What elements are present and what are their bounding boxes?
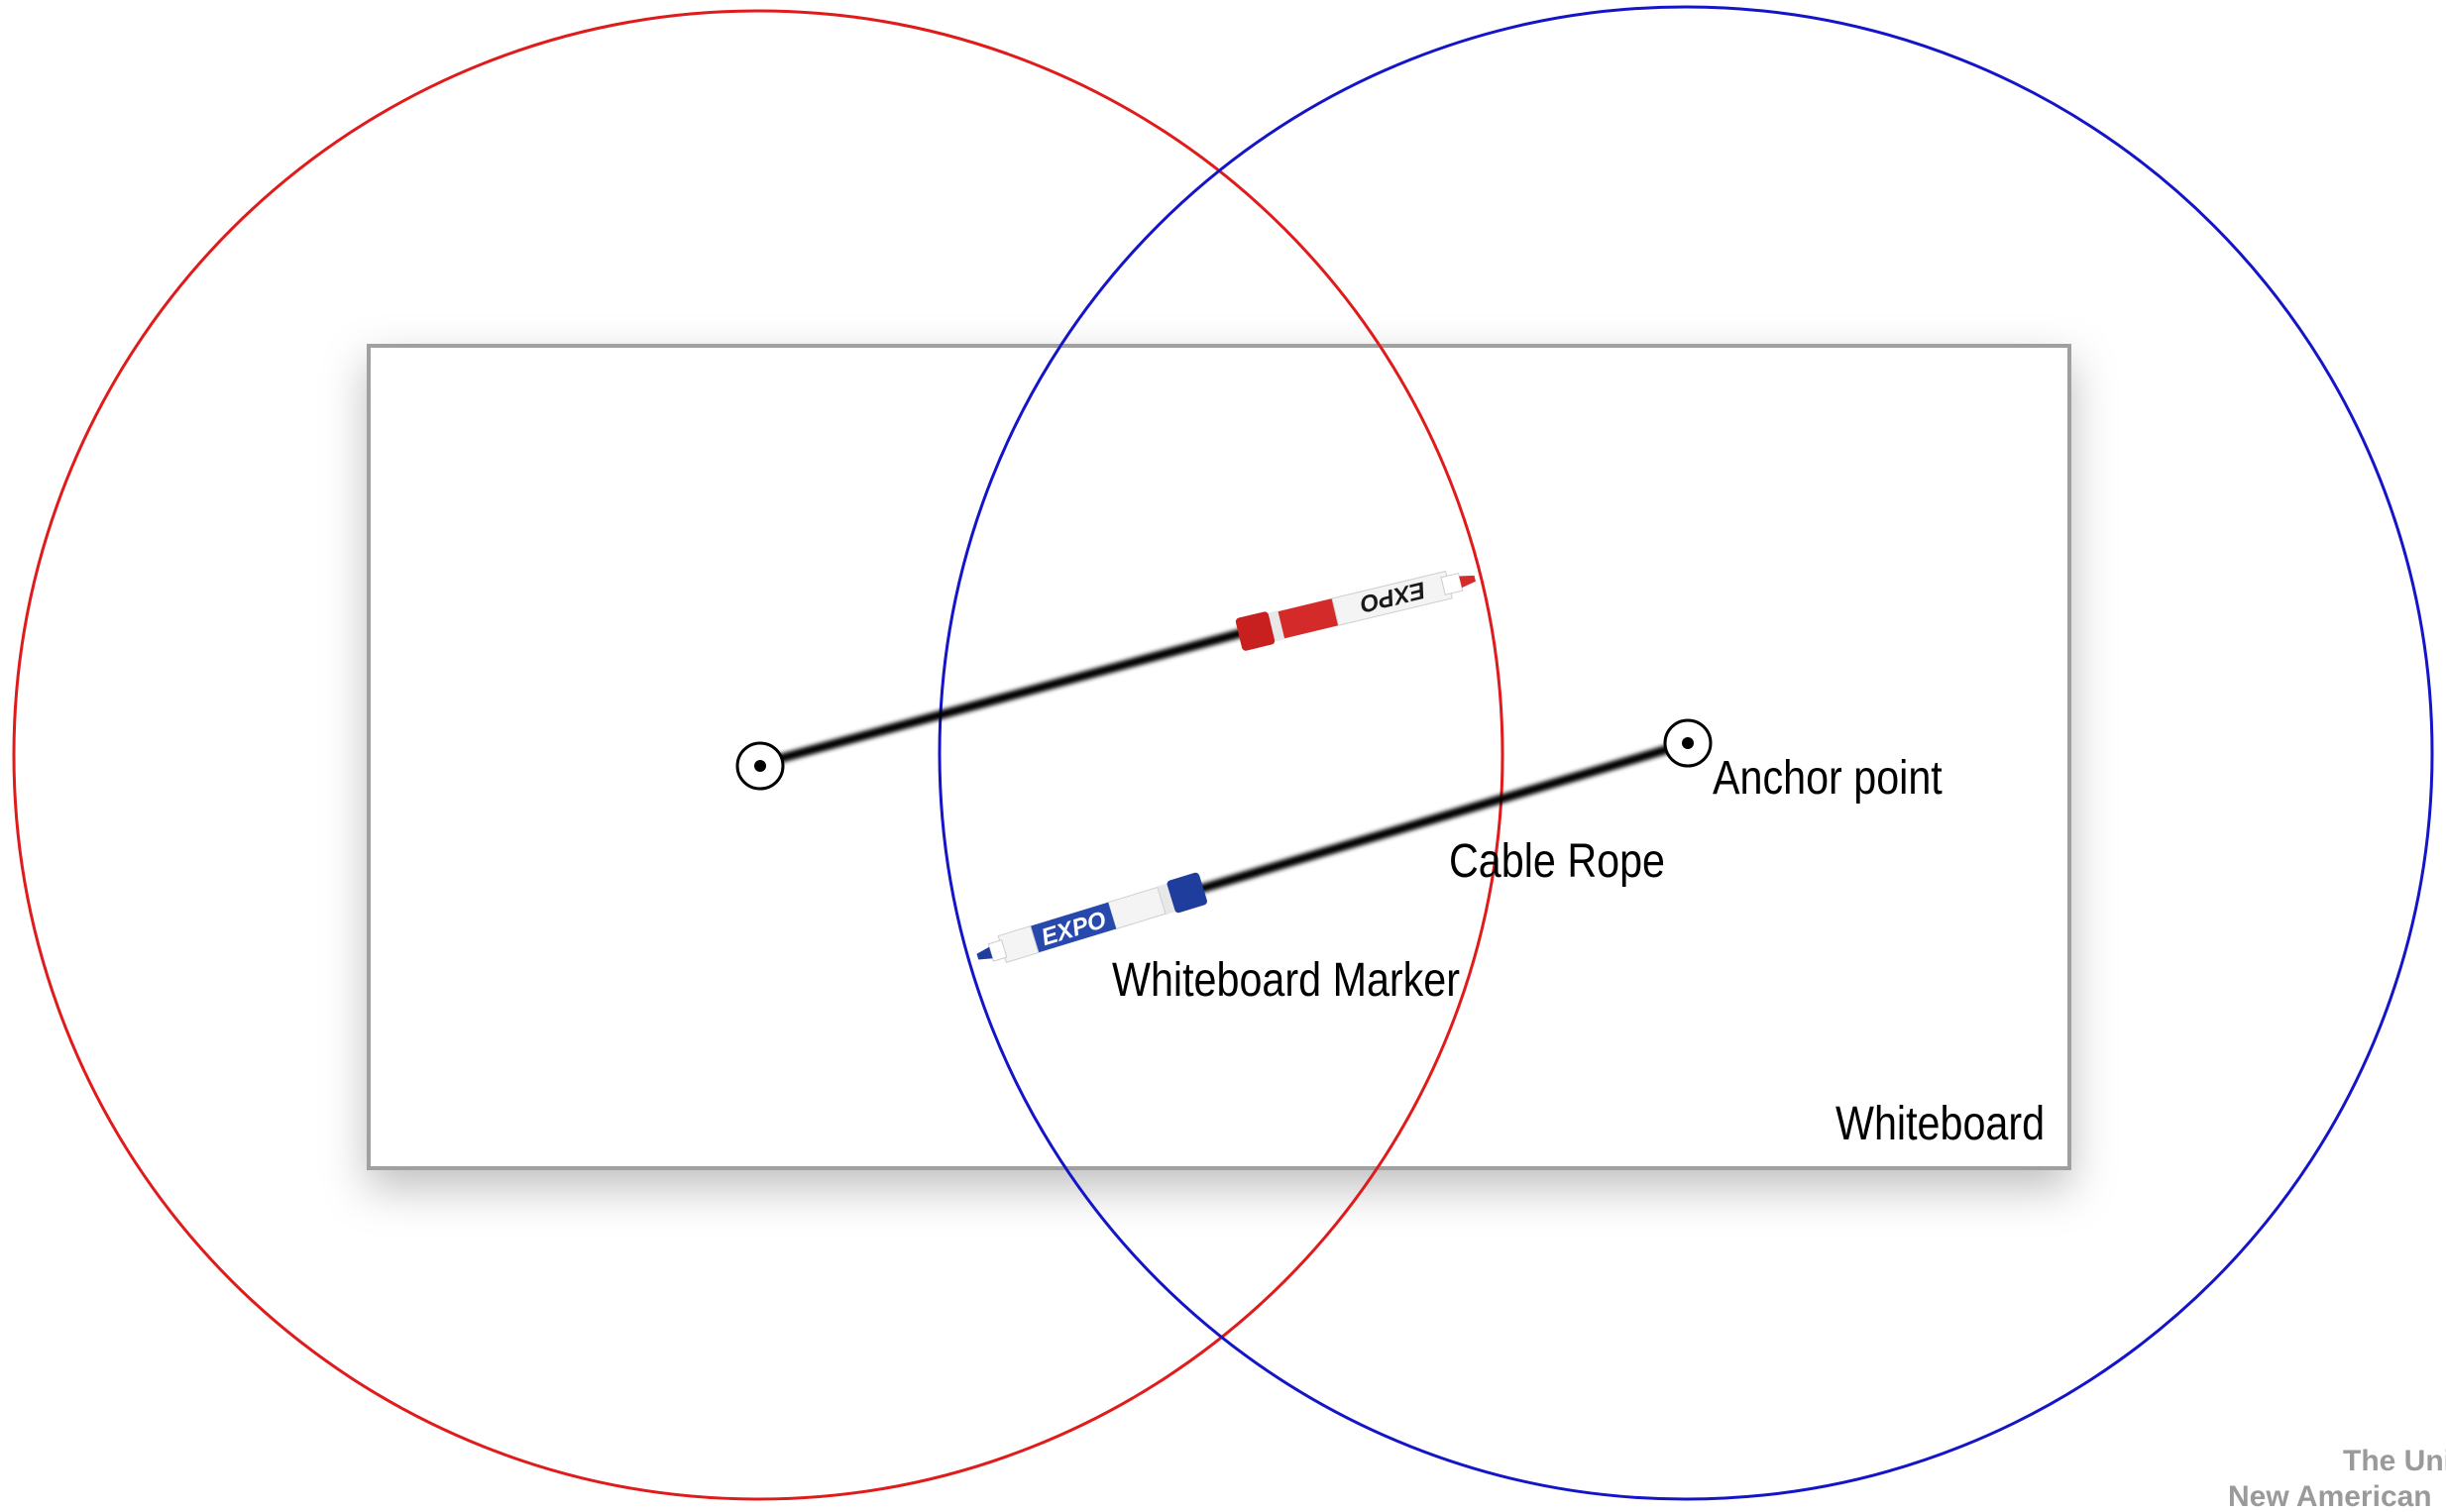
anchor-point-right: [1663, 718, 1713, 768]
cable-rope-left: [755, 628, 1246, 769]
right-reach-circle: [938, 5, 2434, 1501]
label-whiteboard-marker: Whiteboard Marker: [1112, 954, 1461, 1007]
credit-line-2: New American: [2228, 1480, 2432, 1512]
label-whiteboard: Whiteboard: [1835, 1098, 2046, 1150]
cable-rope-right: [1196, 738, 1693, 894]
label-cable-rope: Cable Rope: [1449, 835, 1666, 888]
credit-text: The Uni New American: [2228, 1443, 2446, 1512]
anchor-point-left: [735, 741, 785, 791]
whiteboard-rect: [367, 344, 2071, 1170]
credit-line-1: The Uni: [2343, 1445, 2446, 1477]
left-reach-circle: [12, 9, 1504, 1501]
label-anchor-point: Anchor point: [1713, 752, 1943, 805]
